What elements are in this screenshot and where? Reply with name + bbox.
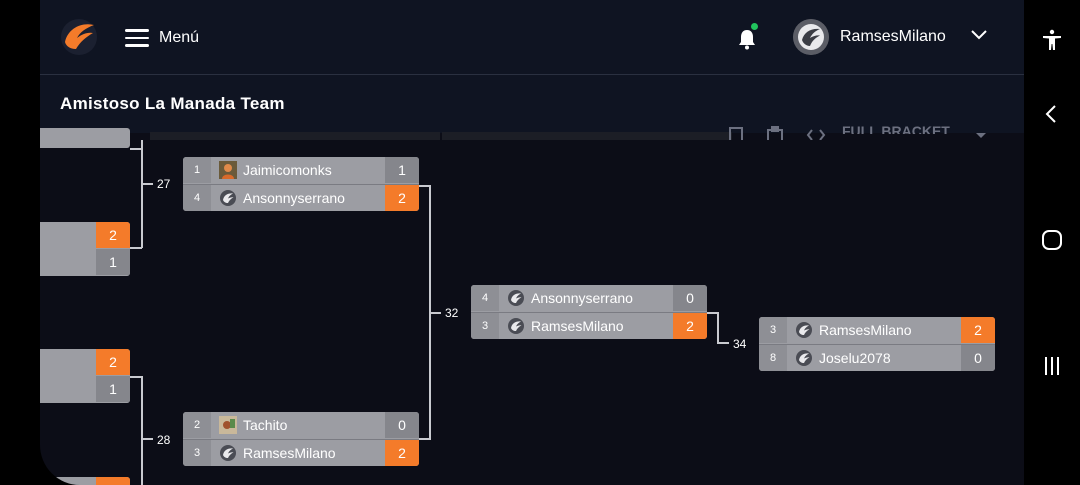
default-avatar-icon	[508, 318, 524, 334]
player-name: Tachito	[243, 417, 288, 433]
bracket-connector	[707, 312, 719, 314]
default-avatar-icon	[508, 290, 524, 306]
match-participant-row[interactable]: 4 Ansonnyserrano 2	[183, 184, 419, 211]
bracket-connector	[419, 438, 431, 440]
event-header: Amistoso La Manada Team	[40, 75, 1024, 133]
avatar[interactable]	[793, 19, 829, 55]
bracket-column-header	[150, 132, 440, 140]
match-score: 0	[385, 412, 419, 438]
bracket-connector	[130, 376, 142, 378]
match-participant-row[interactable]: 8 Joselu2078 0	[759, 344, 995, 371]
match-score: 2	[385, 185, 419, 211]
bracket-connector	[431, 312, 441, 314]
bracket-connector	[143, 438, 153, 440]
previous-match-stub[interactable]	[40, 128, 130, 148]
home-icon[interactable]	[1040, 228, 1064, 252]
player-name: RamsesMilano	[819, 322, 912, 338]
match-number: 34	[733, 337, 747, 351]
match-number: 27	[157, 177, 171, 191]
expand-icon[interactable]	[728, 126, 744, 140]
default-avatar-icon	[220, 190, 236, 206]
match-score	[96, 477, 130, 485]
bracket-connector	[419, 185, 431, 187]
app-frame: Menú RamsesMilano Amistoso La Manada Tea…	[40, 0, 1024, 485]
bell-icon[interactable]	[735, 27, 759, 51]
system-navigation-bar	[1024, 0, 1080, 485]
match-score: 1	[385, 157, 419, 183]
full-bracket-dropdown[interactable]: FULL BRACKET	[842, 123, 950, 134]
match-participant-row[interactable]: 4 Ansonnyserrano 0	[471, 285, 707, 311]
player-name: Ansonnyserrano	[243, 190, 345, 206]
menu-label: Menú	[159, 29, 200, 46]
player-name: Jaimicomonks	[243, 162, 332, 178]
seed-number: 2	[183, 412, 211, 438]
default-avatar-icon	[796, 350, 812, 366]
brand-logo-icon[interactable]	[60, 18, 98, 56]
match-score: 0	[961, 345, 995, 371]
match-participant-row[interactable]: 2 Tachito 0	[183, 412, 419, 438]
match-score: 0	[673, 285, 707, 311]
bracket-connector	[141, 140, 143, 248]
match-card-32[interactable]: 4 Ansonnyserrano 0 3 RamsesMilano 2	[471, 285, 707, 339]
player-name: Ansonnyserrano	[531, 290, 633, 306]
hamburger-icon	[125, 29, 149, 47]
match-card-28[interactable]: 2 Tachito 0 3 RamsesMilano 2	[183, 412, 419, 466]
match-score: 2	[96, 349, 130, 375]
accessibility-icon[interactable]	[1040, 28, 1064, 52]
bracket-connector	[143, 183, 153, 185]
seed-number: 8	[759, 345, 787, 371]
bracket-connector	[429, 185, 431, 439]
notification-dot	[751, 23, 758, 30]
username-label[interactable]: RamsesMilano	[840, 28, 946, 45]
code-icon[interactable]	[806, 126, 826, 140]
seed-number: 3	[759, 317, 787, 343]
player-name: RamsesMilano	[531, 318, 624, 334]
match-score: 2	[673, 313, 707, 339]
default-avatar-icon	[220, 445, 236, 461]
chevron-down-icon[interactable]	[970, 28, 988, 42]
match-card-27[interactable]: 1 Jaimicomonks 1 4 Ansonnyserrano 2	[183, 157, 419, 211]
match-participant-row[interactable]: 3 RamsesMilano 2	[759, 317, 995, 343]
recent-apps-icon[interactable]	[1040, 354, 1064, 378]
previous-match-stub[interactable]	[40, 477, 130, 485]
player-name: Joselu2078	[819, 350, 891, 366]
seed-number: 3	[183, 440, 211, 466]
match-card-34[interactable]: 3 RamsesMilano 2 8 Joselu2078 0	[759, 317, 995, 371]
seed-number: 4	[471, 285, 499, 311]
bracket-connector	[717, 312, 719, 344]
caret-down-icon[interactable]	[975, 126, 987, 140]
seed-number: 1	[183, 157, 211, 183]
print-icon[interactable]	[766, 126, 784, 140]
previous-match-stub[interactable]: 2 1	[40, 349, 130, 403]
default-avatar-icon	[796, 322, 812, 338]
match-score: 2	[96, 222, 130, 248]
bracket-connector	[130, 247, 142, 249]
player-avatar-icon	[219, 416, 237, 434]
bracket-connector	[719, 342, 729, 344]
player-avatar-icon	[219, 161, 237, 179]
match-score: 1	[96, 249, 130, 275]
match-participant-row[interactable]: 3 RamsesMilano 2	[471, 312, 707, 339]
match-participant-row[interactable]: 3 RamsesMilano 2	[183, 439, 419, 466]
bracket-column-header	[442, 132, 732, 140]
bracket-connector	[141, 376, 143, 485]
match-number: 28	[157, 433, 171, 447]
bracket-connector	[130, 148, 142, 150]
seed-number: 3	[471, 313, 499, 339]
match-participant-row[interactable]: 1 Jaimicomonks 1	[183, 157, 419, 183]
player-name: RamsesMilano	[243, 445, 336, 461]
seed-number: 4	[183, 185, 211, 211]
page-title: Amistoso La Manada Team	[60, 94, 285, 113]
match-score: 2	[385, 440, 419, 466]
menu-button[interactable]: Menú	[125, 26, 199, 50]
back-icon[interactable]	[1040, 102, 1064, 126]
top-bar: Menú RamsesMilano	[40, 0, 1024, 75]
match-number: 32	[445, 306, 459, 320]
match-score: 1	[96, 376, 130, 402]
previous-match-stub[interactable]: 2 1	[40, 222, 130, 276]
match-score: 2	[961, 317, 995, 343]
